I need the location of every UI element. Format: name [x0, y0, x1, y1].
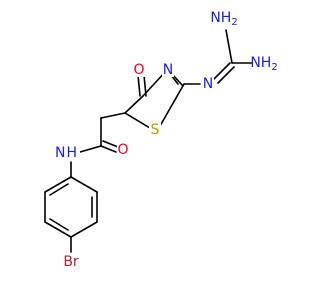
bond-c4-o	[137, 74, 141, 97]
sulfur-atom-label: S	[151, 122, 160, 138]
bond-ar-3	[70, 221, 98, 238]
bonds	[44, 29, 253, 253]
bond-nexo-cg-double	[217, 66, 235, 84]
bromine-atom-label: Br	[63, 254, 79, 270]
bond-camide-n	[79, 145, 102, 153]
bond-ar-inner-2	[49, 218, 69, 231]
bond-c5-ch2	[100, 112, 126, 119]
bond-s1-c5	[124, 112, 151, 129]
amide-nitrogen-atom-label: NH	[55, 145, 77, 161]
amide-oxygen-atom-label: O	[117, 142, 128, 158]
bond-ar-inner-3	[49, 183, 69, 196]
oxygen-atom-label: O	[133, 62, 144, 78]
bond-cg-nh2top	[225, 29, 233, 64]
ring-nitrogen-atom-label: N	[163, 62, 173, 78]
atom-labels: O N S N NH2 NH2 NH O Br	[52, 9, 282, 270]
bond-ar-1	[70, 176, 98, 193]
imine-nitrogen-atom-label: N	[203, 76, 213, 92]
bond-ar-6	[44, 176, 72, 193]
bond-camide-o	[100, 145, 117, 153]
amino-right-atom-label: NH2	[250, 55, 277, 73]
bond-c5-c4	[124, 95, 144, 114]
bond-camide-o-double	[102, 140, 119, 148]
bond-c4-o-double	[143, 74, 147, 97]
bond-ar-4	[44, 221, 72, 238]
amino-top-atom-label: NH2	[210, 10, 237, 28]
bond-c2-s1	[159, 83, 185, 127]
bond-nexo-cg	[213, 62, 231, 80]
molecule-diagram: O N S N NH2 NH2 NH O Br	[44, 9, 282, 270]
